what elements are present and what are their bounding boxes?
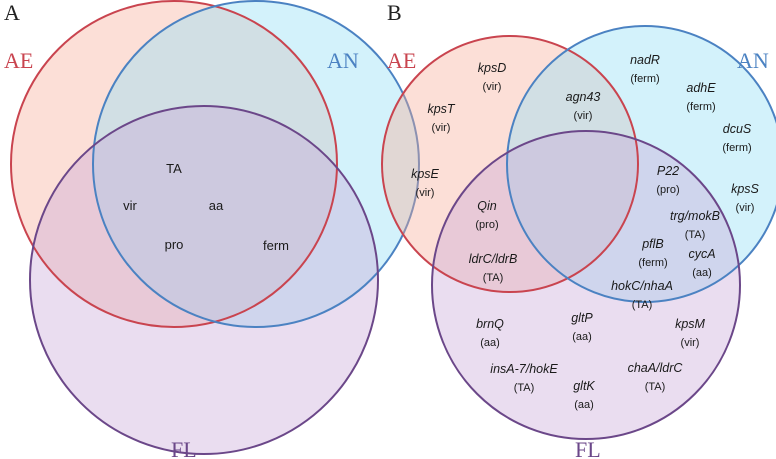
gene-category: (vir) bbox=[432, 122, 451, 134]
gene-category: (aa) bbox=[572, 331, 592, 343]
venn-b-outline-fl bbox=[431, 130, 741, 440]
venn-a-circle-ae bbox=[11, 1, 337, 327]
set-label-fl-b: FL bbox=[575, 437, 601, 459]
gene-label: kpsT (vir) bbox=[427, 102, 455, 134]
gene-name: ldrC/ldrB bbox=[469, 252, 518, 266]
gene-label: pflB (ferm) bbox=[638, 237, 667, 269]
gene-label: adhE (ferm) bbox=[686, 81, 716, 113]
venn-a-outline-fl bbox=[29, 105, 379, 455]
gene-category: (vir) bbox=[681, 337, 700, 349]
gene-name: gltP bbox=[571, 311, 593, 325]
gene-name: nadR bbox=[630, 53, 660, 67]
gene-name: pflB bbox=[641, 237, 664, 251]
gene-name: kpsE bbox=[411, 167, 439, 181]
gene-label: nadR (ferm) bbox=[630, 53, 660, 85]
gene-name: adhE bbox=[686, 81, 716, 95]
gene-name: Qin bbox=[477, 199, 497, 213]
venn-a-circle-an bbox=[93, 1, 419, 327]
gene-label: gltP (aa) bbox=[571, 311, 593, 343]
set-label-ae: AE bbox=[4, 48, 33, 73]
category-vir: vir bbox=[123, 198, 137, 213]
set-label-an-b: AN bbox=[737, 48, 769, 73]
gene-label: chaA/ldrC (TA) bbox=[628, 361, 684, 393]
gene-label: kpsS (vir) bbox=[731, 182, 759, 214]
gene-name: kpsD bbox=[478, 61, 506, 75]
venn-a-circle-fl bbox=[30, 106, 378, 454]
gene-label: trg/mokB (TA) bbox=[670, 209, 720, 241]
gene-name: kpsM bbox=[675, 317, 705, 331]
gene-category: (aa) bbox=[692, 267, 712, 279]
gene-label: agn43 (vir) bbox=[566, 90, 601, 122]
gene-label: ldrC/ldrB (TA) bbox=[469, 252, 518, 284]
gene-name: chaA/ldrC bbox=[628, 361, 684, 375]
gene-name: hokC/nhaA bbox=[611, 279, 673, 293]
gene-category: (aa) bbox=[574, 399, 594, 411]
gene-name: kpsS bbox=[731, 182, 759, 196]
gene-label: hokC/nhaA (TA) bbox=[611, 279, 673, 311]
gene-category: (ferm) bbox=[638, 257, 667, 269]
gene-category: (pro) bbox=[475, 219, 498, 231]
gene-category: (TA) bbox=[685, 229, 706, 241]
gene-name: brnQ bbox=[476, 317, 504, 331]
venn-b-circle-ae bbox=[382, 36, 638, 292]
gene-category: (vir) bbox=[736, 202, 755, 214]
gene-name: kpsT bbox=[427, 102, 455, 116]
gene-label: kpsE (vir) bbox=[411, 167, 439, 199]
category-pro: pro bbox=[165, 237, 184, 252]
panel-a-label: A bbox=[4, 0, 20, 25]
gene-label: P22 (pro) bbox=[656, 164, 679, 196]
gene-category: (vir) bbox=[483, 81, 502, 93]
gene-label: gltK (aa) bbox=[573, 379, 595, 411]
gene-category: (pro) bbox=[656, 184, 679, 196]
gene-category: (TA) bbox=[514, 382, 535, 394]
panel-a: A AE AN FL TA vir aa pro ferm bbox=[4, 0, 420, 459]
gene-name: P22 bbox=[657, 164, 679, 178]
set-label-fl: FL bbox=[171, 437, 197, 459]
venn-a-outline-an bbox=[92, 0, 420, 328]
set-label-ae-b: AE bbox=[387, 48, 416, 73]
gene-category: (ferm) bbox=[686, 101, 715, 113]
category-ta: TA bbox=[166, 161, 182, 176]
venn-b-circle-an bbox=[507, 26, 776, 302]
panel-b-label: B bbox=[387, 0, 402, 25]
gene-name: dcuS bbox=[723, 122, 752, 136]
gene-label: Qin (pro) bbox=[475, 199, 498, 231]
gene-category: (TA) bbox=[632, 299, 653, 311]
gene-name: gltK bbox=[573, 379, 595, 393]
gene-label: cycA (aa) bbox=[688, 247, 715, 279]
gene-label: dcuS (ferm) bbox=[722, 122, 752, 154]
gene-label: insA-7/hokE (TA) bbox=[490, 362, 558, 394]
venn-b-outline-ae bbox=[381, 35, 639, 293]
venn-b-outline-an bbox=[506, 25, 776, 303]
category-aa: aa bbox=[209, 198, 224, 213]
venn-a-outline-ae bbox=[10, 0, 338, 328]
category-ferm: ferm bbox=[263, 238, 289, 253]
gene-name: trg/mokB bbox=[670, 209, 720, 223]
gene-name: agn43 bbox=[566, 90, 601, 104]
gene-name: cycA bbox=[688, 247, 715, 261]
gene-label: kpsM (vir) bbox=[675, 317, 705, 349]
set-label-an: AN bbox=[327, 48, 359, 73]
gene-label: kpsD (vir) bbox=[478, 61, 506, 93]
panel-b: B AE AN FL kpsD (vir) kpsT (vir) kpsE (v… bbox=[381, 0, 776, 459]
gene-category: (vir) bbox=[574, 110, 593, 122]
gene-category: (vir) bbox=[416, 187, 435, 199]
gene-name: insA-7/hokE bbox=[490, 362, 558, 376]
gene-category: (ferm) bbox=[630, 73, 659, 85]
gene-category: (ferm) bbox=[722, 142, 751, 154]
gene-category: (TA) bbox=[645, 381, 666, 393]
venn-b-circle-fl bbox=[432, 131, 740, 439]
gene-label: brnQ (aa) bbox=[476, 317, 504, 349]
gene-category: (aa) bbox=[480, 337, 500, 349]
gene-category: (TA) bbox=[483, 272, 504, 284]
